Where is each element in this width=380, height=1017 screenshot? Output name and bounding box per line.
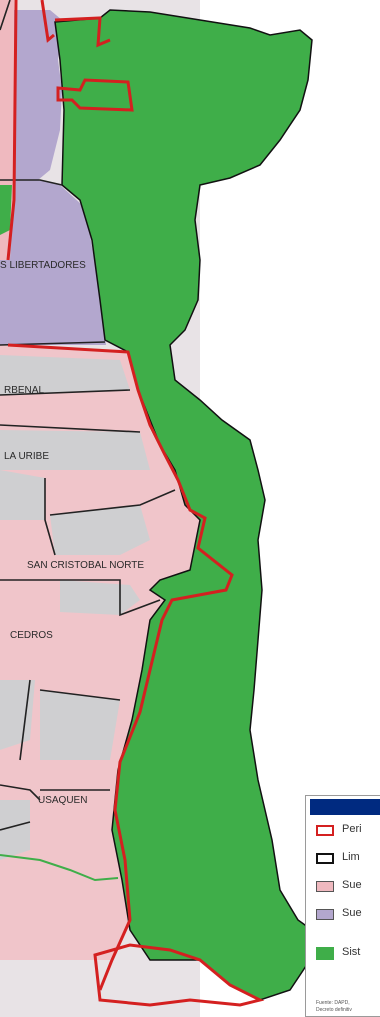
zone-grey-blocks (0, 355, 150, 860)
map-label-usaquen: USAQUEN (38, 795, 87, 806)
legend-swatch-lavender (316, 909, 334, 920)
legend-swatch-red-outline (316, 825, 334, 836)
perimeter-outline (6, 0, 265, 1007)
zone-pink-mid (0, 345, 230, 960)
legend-item-limit: Lim (306, 847, 380, 871)
legend-swatch-pink (316, 881, 334, 892)
legend-item-label: Sist (342, 946, 361, 958)
map-label-uribe: LA URIBE (4, 451, 49, 462)
river-line (0, 854, 119, 882)
legend-swatch-black-outline (316, 853, 334, 864)
legend-item-perimeter: Peri (306, 819, 380, 843)
legend-item-system: Sist (306, 931, 380, 971)
map-label-libertadores: S LIBERTADORES (0, 260, 86, 271)
legend-item-label: Sue (342, 907, 362, 919)
map-label-verbenal: RBENAL (4, 385, 44, 396)
map-label-san-cristobal: SAN CRISTOBAL NORTE (27, 560, 144, 571)
legend-header-bar (310, 799, 380, 815)
zone-green-left-fragment (0, 185, 12, 235)
legend-footnote: Fuente: DAPD, Decreto definitiv (316, 1000, 352, 1014)
map-legend: Peri Lim Sue Sue Sist Fuente: DAPD, Decr… (305, 795, 380, 1017)
legend-item-soil-lavender: Sue (306, 903, 380, 927)
zone-lavender (0, 180, 106, 345)
legend-item-label: Sue (342, 879, 362, 891)
legend-swatch-green (316, 947, 334, 960)
legend-footnote-source: Fuente: DAPD, (316, 1000, 350, 1006)
legend-footnote-decree: Decreto definitiv (316, 1007, 352, 1013)
zone-lavender-top (10, 10, 62, 180)
legend-item-label: Lim (342, 851, 360, 863)
map-label-cedros: CEDROS (10, 630, 53, 641)
legend-item-soil-pink: Sue (306, 875, 380, 899)
legend-item-label: Peri (342, 823, 362, 835)
